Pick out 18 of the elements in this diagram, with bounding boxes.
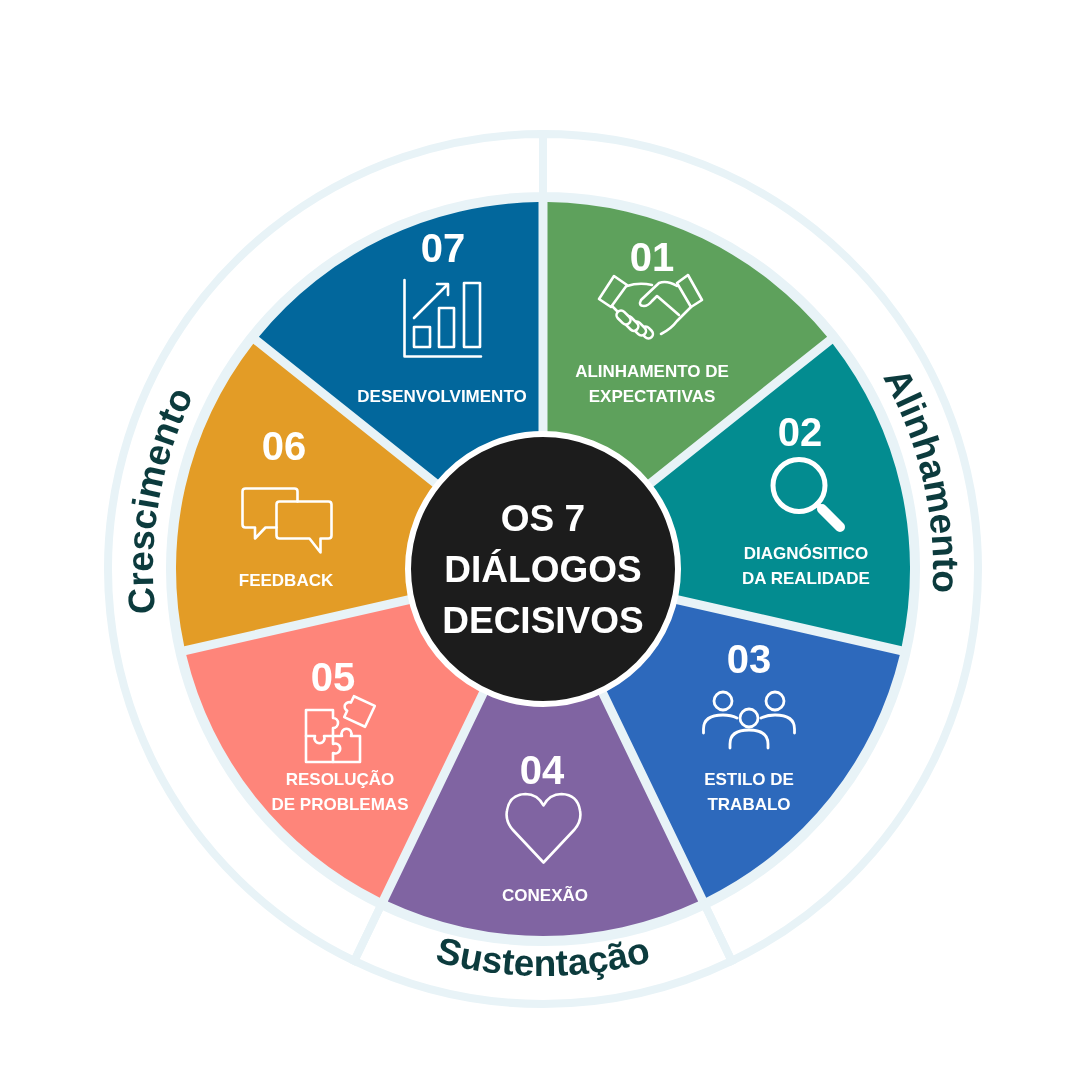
step-number: 01: [629, 236, 675, 278]
step-number: 02: [777, 411, 823, 453]
step-label: DIAGNÓSITICO DA REALIDADE: [741, 543, 871, 590]
step-label: RESOLUÇÃO DE PROBLEMAS: [270, 769, 410, 816]
step-label: DESENVOLVIMENTO: [357, 385, 527, 408]
step-label: FEEDBACK: [238, 569, 334, 592]
wheel-segment: [258, 202, 539, 482]
step-label: CONEXÃO: [502, 884, 588, 907]
step-number: 04: [519, 749, 565, 791]
step-label: ALINHAMENTO DE EXPECTATIVAS: [574, 361, 730, 408]
wheel-segment: [547, 202, 828, 482]
section-label: Sustentação: [432, 929, 654, 985]
step-number: 03: [726, 638, 772, 680]
step-number: 06: [261, 425, 307, 467]
step-number: 05: [310, 656, 356, 698]
step-number: 07: [420, 227, 466, 269]
center-title: OS 7 DIÁLOGOS DECISIVOS: [441, 496, 645, 643]
step-label: ESTILO DE TRABALO: [703, 769, 795, 816]
